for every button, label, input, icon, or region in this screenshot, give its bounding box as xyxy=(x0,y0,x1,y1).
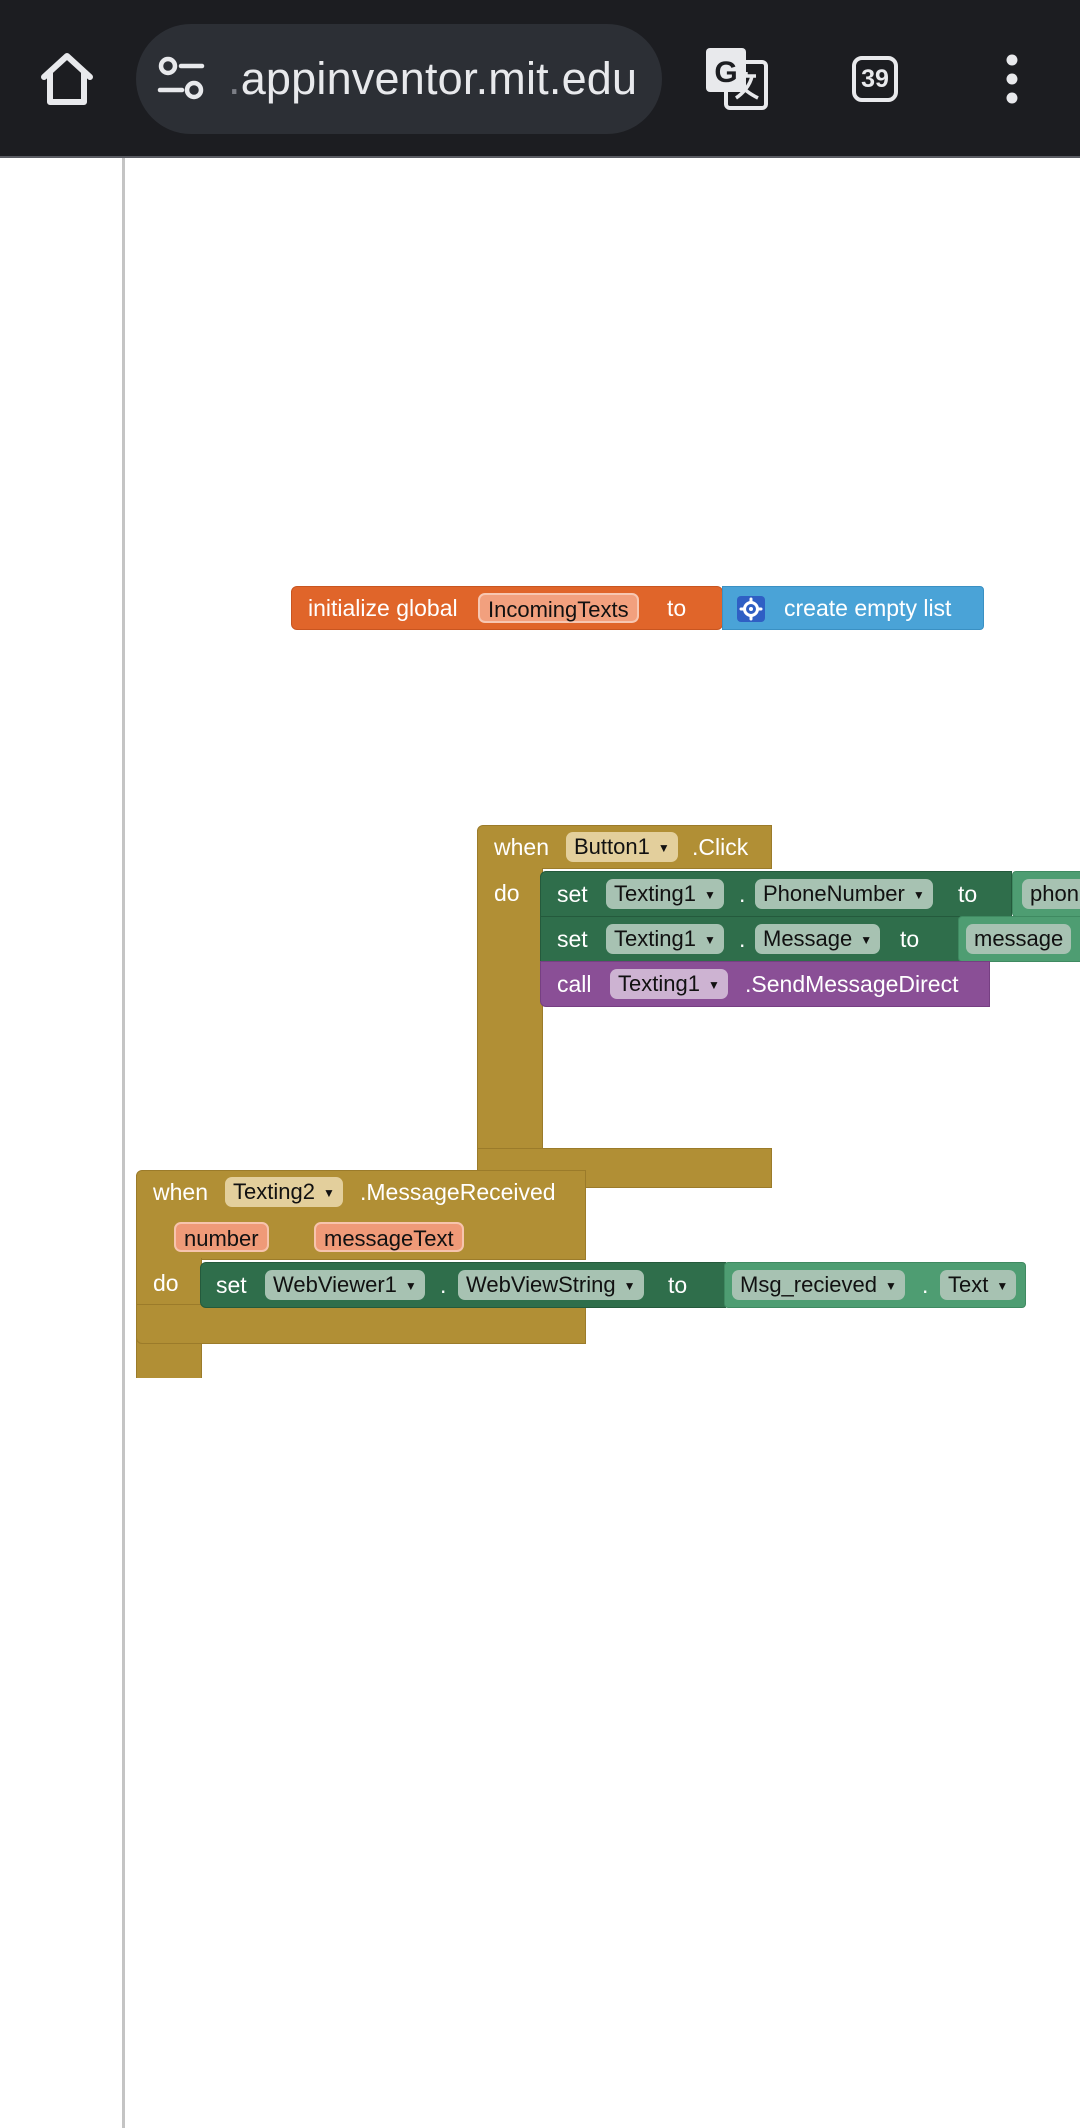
init-to-label: to xyxy=(667,595,687,621)
create-empty-list-block[interactable] xyxy=(722,586,984,630)
param-number[interactable]: number xyxy=(174,1222,269,1252)
set-label: set xyxy=(557,926,588,952)
component-dropdown-texting1[interactable]: Texting1▼ xyxy=(606,879,724,909)
address-bar[interactable]: .appinventor.mit.edu xyxy=(136,24,662,134)
init-global-label: initialize global xyxy=(308,595,458,621)
component-dropdown-msg-recieved[interactable]: Msg_recieved▼ xyxy=(732,1270,905,1300)
property-dropdown-phonenumber[interactable]: PhoneNumber▼ xyxy=(755,879,933,909)
to-label: to xyxy=(668,1272,688,1298)
event-name-label: .Click xyxy=(692,834,749,860)
dot-label: . xyxy=(739,926,746,952)
component-dropdown-texting1[interactable]: Texting1▼ xyxy=(606,924,724,954)
event-footer xyxy=(136,1304,586,1344)
svg-text:G: G xyxy=(714,56,737,89)
to-label: to xyxy=(900,926,920,952)
do-label: do xyxy=(153,1270,179,1296)
tab-switcher-icon[interactable]: 39 xyxy=(852,56,898,102)
method-name-label: .SendMessageDirect xyxy=(745,971,959,997)
call-label: call xyxy=(557,971,592,997)
event-name-label: .MessageReceived xyxy=(360,1179,556,1205)
browser-toolbar: .appinventor.mit.edu G 39 xyxy=(0,0,1080,158)
property-dropdown-text[interactable]: Text▼ xyxy=(940,1270,1017,1300)
component-dropdown-webviewer1[interactable]: WebViewer1▼ xyxy=(265,1270,425,1300)
set-label: set xyxy=(557,881,588,907)
property-dropdown-message[interactable]: Message▼ xyxy=(755,924,881,954)
property-dropdown-webviewstring[interactable]: WebViewString▼ xyxy=(458,1270,644,1300)
dot-label: . xyxy=(739,881,746,907)
translate-icon[interactable]: G xyxy=(704,46,770,117)
phone-value-field[interactable]: phon xyxy=(1022,879,1080,909)
to-label: to xyxy=(958,881,978,907)
when-label: when xyxy=(153,1179,208,1205)
create-empty-list-label: create empty list xyxy=(784,595,952,621)
component-dropdown-button1[interactable]: Button1▼ xyxy=(566,832,678,862)
more-vert-icon[interactable] xyxy=(1000,54,1024,109)
event-spine xyxy=(477,868,543,1158)
mutator-gear-icon[interactable] xyxy=(737,596,765,622)
set-label: set xyxy=(216,1272,247,1298)
message-value-field[interactable]: message xyxy=(966,924,1072,954)
component-dropdown-texting2[interactable]: Texting2▼ xyxy=(225,1177,343,1207)
site-settings-icon[interactable] xyxy=(156,54,206,109)
workspace-divider xyxy=(122,158,125,2128)
blocks-workspace[interactable]: initialize global IncomingTexts to creat… xyxy=(0,158,1080,2128)
dot-label: . xyxy=(922,1272,929,1298)
set-message-block[interactable] xyxy=(540,916,960,962)
global-var-name-field[interactable]: IncomingTexts xyxy=(478,593,639,623)
component-dropdown-texting1[interactable]: Texting1▼ xyxy=(610,969,728,999)
dot-label: . xyxy=(440,1272,447,1298)
param-messagetext[interactable]: messageText xyxy=(314,1222,464,1252)
home-icon[interactable] xyxy=(38,50,96,113)
url-text: .appinventor.mit.edu xyxy=(228,53,638,104)
do-label: do xyxy=(494,880,520,906)
when-label: when xyxy=(494,834,549,860)
